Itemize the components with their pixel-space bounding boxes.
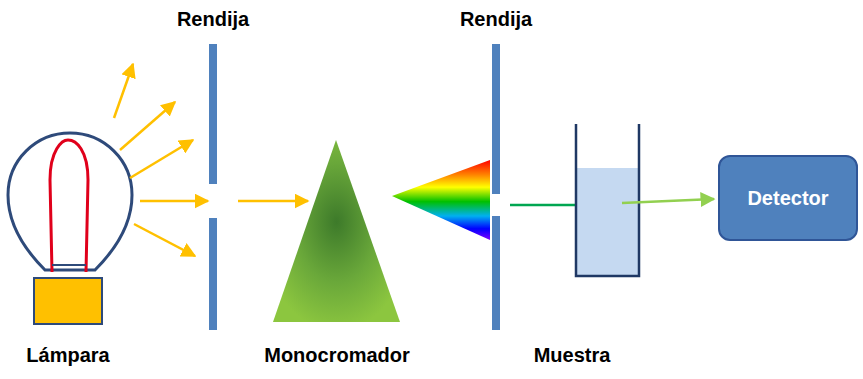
- part-label: Lámpara: [26, 344, 109, 367]
- spectrum: [392, 160, 490, 240]
- lamp: [8, 133, 132, 324]
- slit-label: Rendija: [460, 8, 532, 31]
- cuvette: [576, 124, 639, 276]
- slit-label: Rendija: [177, 8, 249, 31]
- prism: [273, 140, 400, 322]
- node-label: Detector: [747, 187, 828, 210]
- light-beam: [622, 199, 714, 203]
- part-label: Muestra: [534, 344, 611, 367]
- slit: [209, 44, 217, 330]
- slit: [492, 44, 500, 330]
- detector-box: Detector: [718, 155, 858, 241]
- part-label: Monocromador: [264, 344, 410, 367]
